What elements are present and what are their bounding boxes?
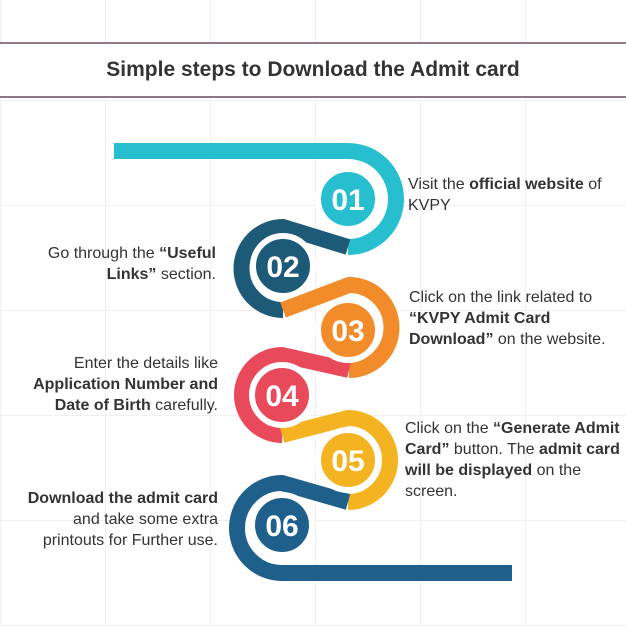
step-6-text-part: and take some extra printouts for Furthe…: [42, 511, 218, 549]
step-number-6: 06: [265, 510, 298, 543]
step-text-1: Visit the official website of KVPY: [408, 174, 608, 216]
step-4-text-part: Enter the details like: [73, 355, 218, 372]
step-circle-2: 02: [250, 233, 316, 299]
step-number-1: 01: [331, 184, 364, 217]
step-circle-1: 01: [315, 166, 381, 232]
step-text-2: Go through the “Useful Links” section.: [30, 243, 216, 285]
step-text-6: Download the admit card and take some ex…: [22, 488, 218, 551]
flow-segment-6: [229, 474, 512, 581]
step-5-text-part: admit card will be displayed: [405, 441, 620, 479]
step-text-5: Click on the “Generate Admit Card” butto…: [405, 418, 623, 502]
step-1-text-part: of KVPY: [408, 176, 602, 214]
step-number-4: 04: [265, 380, 299, 413]
step-circle-5: 05: [315, 427, 381, 493]
flow-segment-2: [233, 218, 351, 318]
page-title: Simple steps to Download the Admit card: [106, 58, 520, 81]
step-6-text-part: Download the admit card: [27, 490, 218, 507]
step-3-text-part: Click on the link related to: [409, 289, 593, 306]
step-number-5: 05: [331, 445, 364, 478]
step-circle-3: 03: [315, 297, 381, 363]
step-5-text-part: on the screen.: [405, 462, 582, 500]
step-4-text-part: carefully.: [150, 397, 218, 414]
flow-segment-1: [114, 143, 404, 255]
step-5-text-part: button. The: [449, 441, 539, 458]
step-5-text-part: Click on the: [405, 420, 494, 437]
step-text-3: Click on the link related to “KVPY Admit…: [409, 287, 624, 350]
title-bar: Simple steps to Download the Admit card: [0, 42, 626, 98]
step-number-3: 03: [331, 315, 364, 348]
step-2-text-part: section.: [156, 266, 216, 283]
step-3-text-part: “KVPY Admit Card Download”: [409, 310, 551, 348]
flow-segment-5: [280, 409, 398, 510]
step-circle-4: 04: [249, 362, 315, 428]
step-number-2: 02: [266, 251, 299, 284]
step-2-text-part: Go through the: [47, 245, 160, 262]
step-1-text-part: Visit the: [408, 176, 470, 193]
step-1-text-part: official website: [469, 176, 584, 193]
step-text-4: Enter the details like Application Numbe…: [20, 353, 218, 416]
step-3-text-part: on the website.: [493, 331, 606, 348]
step-4-text-part: Application Number and Date of Birth: [33, 376, 218, 414]
step-circle-6: 06: [249, 492, 315, 558]
step-2-text-part: “Useful Links”: [106, 245, 216, 283]
step-5-text-part: “Generate Admit Card”: [405, 420, 620, 458]
flow-segment-4: [234, 346, 351, 443]
flow-segment-3: [280, 276, 400, 378]
